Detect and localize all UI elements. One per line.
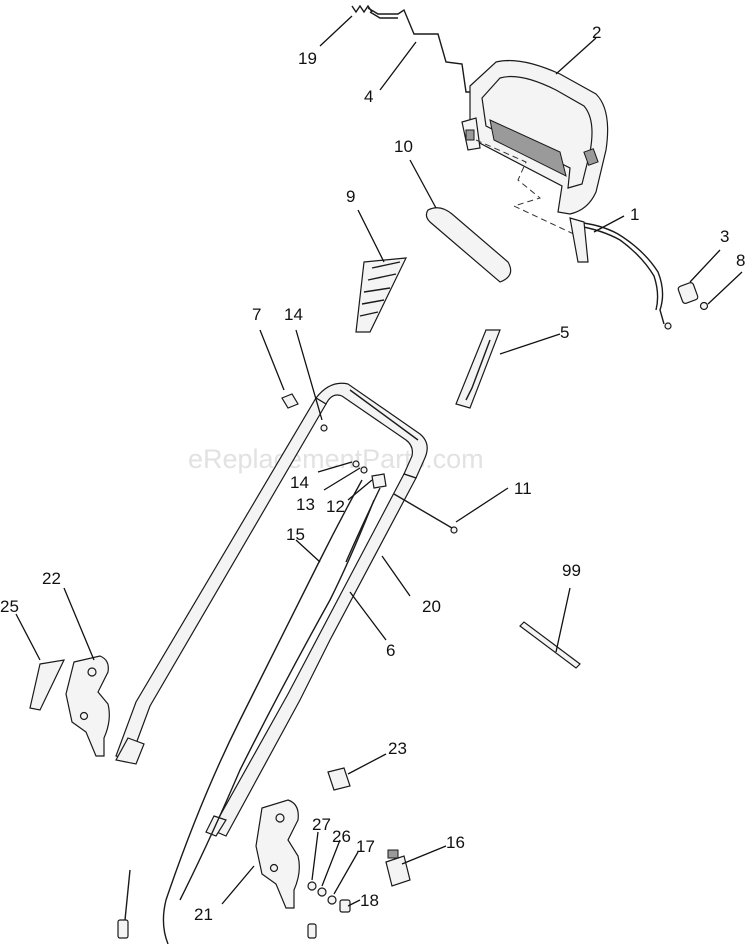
callout-27: 27 <box>312 815 331 834</box>
callout-19: 19 <box>298 49 317 68</box>
callout-20: 20 <box>422 597 441 616</box>
hardware-parts-12-13-14 <box>320 424 387 489</box>
callout-22: 22 <box>42 569 61 588</box>
callout-17: 17 <box>356 837 375 856</box>
callout-25: 25 <box>0 597 19 616</box>
callout-26: 26 <box>332 827 351 846</box>
callout-8: 8 <box>736 251 745 270</box>
bracket-part-21 <box>255 799 300 909</box>
callout-10: 10 <box>394 137 413 156</box>
control-housing-part-2 <box>461 59 609 215</box>
callout-1: 1 <box>630 205 639 224</box>
decal-part-25 <box>29 659 66 711</box>
decal-part-10 <box>425 207 512 283</box>
callout-6: 6 <box>386 641 395 660</box>
leader-lines <box>15 15 743 907</box>
callout-3: 3 <box>720 227 729 246</box>
callout-13: 13 <box>296 495 315 514</box>
callout-9: 9 <box>346 187 355 206</box>
callout-14a: 14 <box>284 305 303 324</box>
callout-21: 21 <box>194 905 213 924</box>
callout-11: 11 <box>514 479 532 498</box>
rod-part-99 <box>519 621 581 669</box>
callout-4: 4 <box>364 87 373 106</box>
callout-15: 15 <box>286 525 305 544</box>
clip-part-7 <box>281 393 299 409</box>
callout-23: 23 <box>388 739 407 758</box>
cable-part-1 <box>569 217 672 330</box>
strip-part-5 <box>455 329 501 409</box>
knob-part-16 <box>385 849 411 887</box>
clip-part-23 <box>327 767 351 791</box>
spring-part-19 <box>351 4 373 14</box>
callout-2: 2 <box>592 23 601 42</box>
bail-rod-part-4 <box>367 7 478 93</box>
bolt-part-11 <box>393 493 458 534</box>
knob-part-3 <box>677 282 699 304</box>
callout-12: 12 <box>326 497 345 516</box>
bracket-part-22 <box>65 655 110 757</box>
callout-14b: 14 <box>290 473 309 492</box>
handle-assembly <box>115 382 428 944</box>
callout-99: 99 <box>562 561 581 580</box>
hardware-parts-17-18-26-27 <box>307 881 351 939</box>
callout-5: 5 <box>560 323 569 342</box>
screw-part-8 <box>699 301 709 311</box>
callout-7: 7 <box>252 305 261 324</box>
watermark-text: eReplacementParts.com <box>188 444 484 474</box>
strip-part-9 <box>355 257 408 333</box>
callout-labels: 19 4 2 1 3 8 10 9 5 7 14 14 13 12 11 15 … <box>0 23 745 924</box>
callout-18: 18 <box>360 891 379 910</box>
callout-16: 16 <box>446 833 465 852</box>
